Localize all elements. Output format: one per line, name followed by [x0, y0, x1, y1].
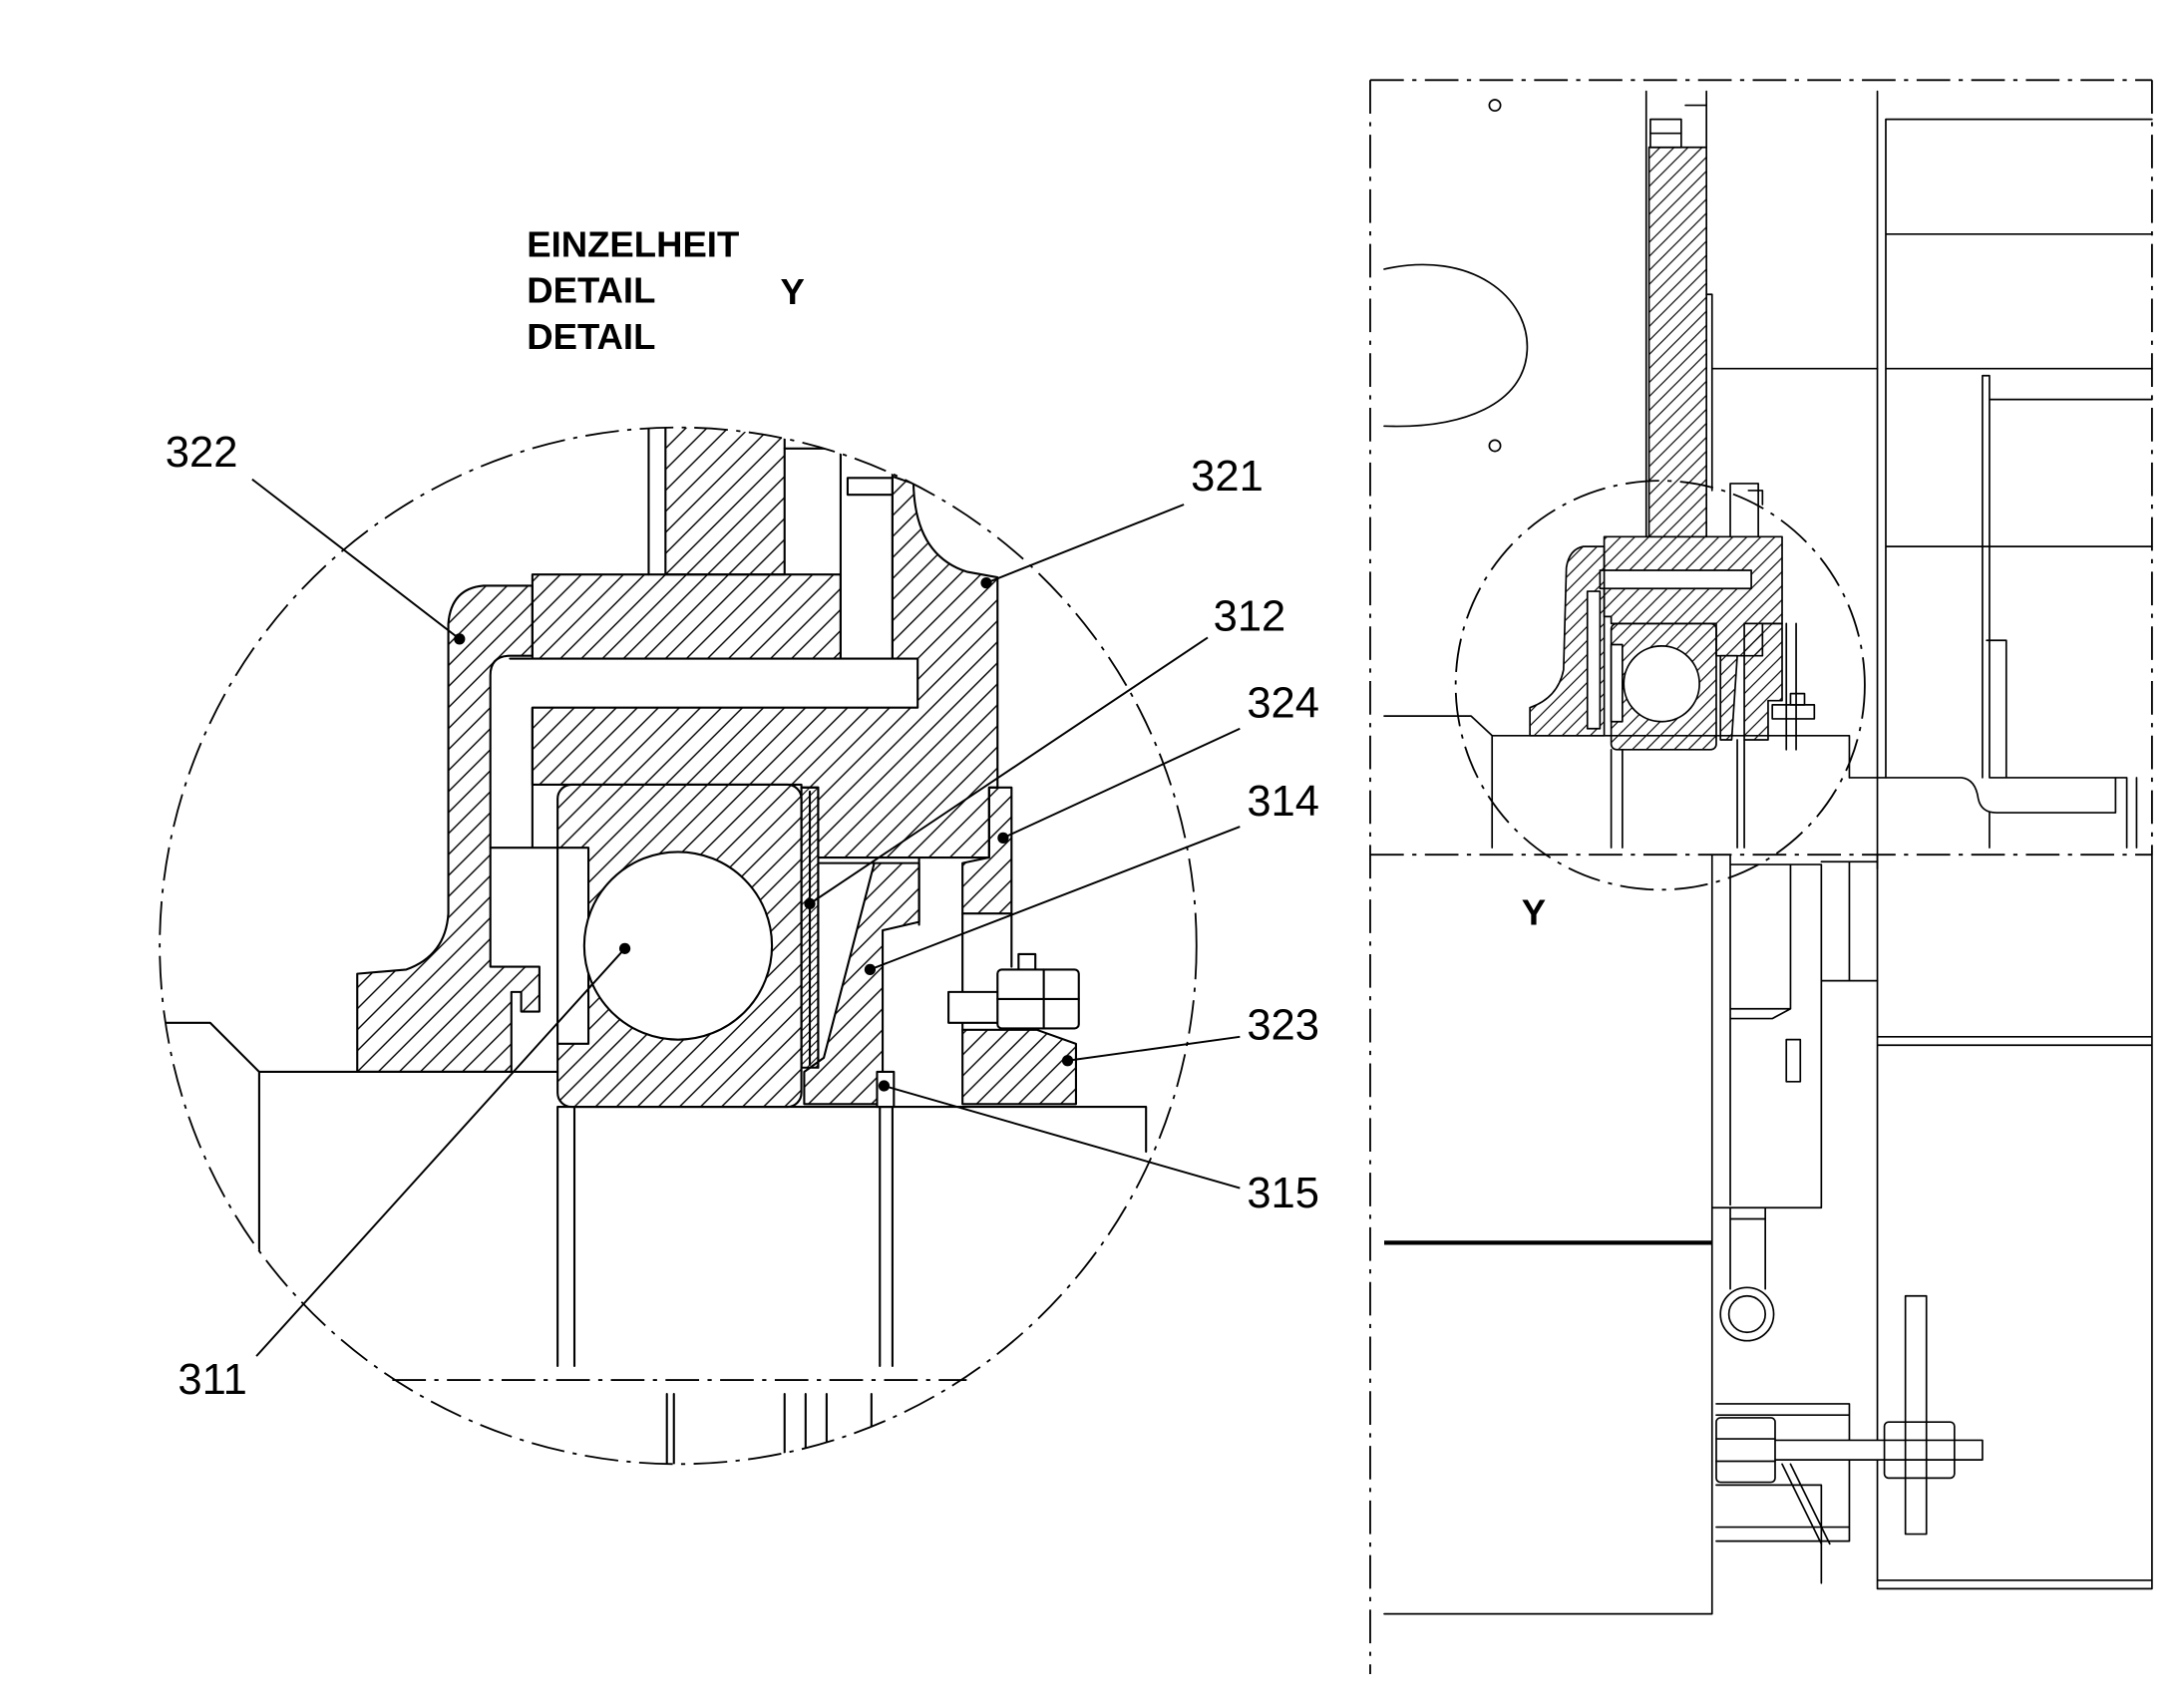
- overview-bearing-ball: [1623, 645, 1700, 723]
- callout-312-label: 312: [1214, 592, 1286, 640]
- adjusting-plate: [1904, 1294, 1928, 1536]
- overview-right-bracket: [1848, 374, 2153, 850]
- nut-right: [1883, 1421, 1956, 1480]
- overview-bolt: [1771, 704, 1816, 720]
- bolt-head-edges: [996, 968, 1080, 1030]
- shaft-and-base-lines: [160, 1021, 1148, 1382]
- detail-y-view: [159, 426, 1198, 1466]
- part-314-ring: [803, 861, 920, 1106]
- lubrication-channel: [530, 658, 918, 708]
- part-311-ball-bearing: [556, 783, 803, 1109]
- callout-315-label: 315: [1247, 1170, 1319, 1217]
- callout-311: 311: [178, 942, 631, 1404]
- callout-322-leader: [251, 478, 461, 640]
- overview-view: Y: [1369, 79, 2153, 1675]
- adjusting-bolt-assembly: [1715, 1294, 1984, 1584]
- callout-321-dot: [980, 577, 992, 589]
- callout-311-leader: [255, 947, 626, 1357]
- callout-322-label: 322: [166, 429, 238, 477]
- upper-plate-edges: [647, 427, 894, 660]
- bolt-cap: [1017, 952, 1037, 971]
- callouts: 322 321 312 324 314 323: [166, 429, 1319, 1404]
- callout-324: 324: [997, 680, 1319, 844]
- overview-detail-marker: Y: [1522, 891, 1546, 932]
- overview-disc: [1719, 654, 1738, 741]
- callout-315: 315: [878, 1080, 1319, 1217]
- detail-y-contents: [160, 427, 1148, 1465]
- callout-321: 321: [980, 453, 1264, 589]
- overview-ring-edges: [1785, 622, 1797, 751]
- nut-left-edges: [1715, 1438, 1776, 1463]
- overview-bolt-cap: [1789, 692, 1806, 706]
- callout-311-label: 311: [178, 1356, 246, 1404]
- callout-323: 323: [1061, 1002, 1319, 1067]
- link-rod-body: [1729, 1206, 1766, 1290]
- callout-314-label: 314: [1247, 778, 1319, 826]
- overview-bearing-assembly: [1529, 483, 1816, 751]
- overview-slot: [1586, 590, 1602, 730]
- callout-321-leader: [985, 504, 1185, 584]
- overview-channel: [1599, 569, 1752, 590]
- lower-right-housing: [1876, 854, 2153, 1590]
- overview-frame: [1369, 79, 2153, 1675]
- callout-322: 322: [166, 429, 466, 645]
- hole-lower: [1488, 439, 1502, 453]
- lower-extension-lines: [665, 1393, 873, 1465]
- callout-311-dot: [618, 942, 631, 954]
- overview-detail-circle: [1454, 480, 1866, 891]
- overview-base-lines: [1383, 715, 1851, 850]
- overview-bearing-gap: [1610, 643, 1624, 723]
- cam-profile: [1383, 263, 1529, 428]
- bolt-shank: [947, 990, 1006, 1024]
- bolt-housing: [1715, 1403, 1851, 1584]
- overview-frame-columns: [1876, 90, 2153, 870]
- clamp-body: [961, 1028, 1078, 1106]
- callout-314: 314: [864, 778, 1319, 976]
- heading-line-french: DETAIL: [527, 316, 655, 357]
- upper-clip-plate: [846, 477, 894, 497]
- part-323-clamp: [947, 952, 1080, 1106]
- callout-312: 312: [804, 592, 1285, 909]
- callout-323-dot: [1061, 1055, 1074, 1067]
- callout-315-dot: [878, 1080, 891, 1092]
- heading-line-german: EINZELHEIT: [527, 223, 739, 264]
- callout-324-leader: [1002, 727, 1241, 840]
- callout-323-label: 323: [1247, 1002, 1319, 1050]
- callout-324-dot: [997, 832, 1009, 844]
- part-322-housing: [356, 584, 541, 1074]
- callout-315-leader: [884, 1085, 1241, 1190]
- callout-323-leader: [1067, 1035, 1241, 1062]
- callout-314-leader: [870, 826, 1241, 971]
- upper-plate: [664, 427, 786, 576]
- callout-324-label: 324: [1247, 680, 1319, 728]
- detail-heading: EINZELHEIT DETAIL DETAIL Y: [527, 223, 805, 357]
- callout-322-dot: [454, 633, 466, 645]
- hole-upper: [1488, 99, 1502, 113]
- heading-line-english: DETAIL: [527, 270, 655, 311]
- callout-312-dot: [804, 897, 816, 909]
- overview-ring: [1743, 622, 1783, 741]
- overview-part-322: [1529, 545, 1606, 737]
- lubrication-channel-edges: [489, 657, 919, 850]
- overview-plate-edges: [1644, 90, 1879, 538]
- callout-312-leader: [809, 636, 1209, 905]
- lower-frame-lines: [1383, 854, 1879, 1615]
- nut-left: [1715, 1417, 1776, 1484]
- link-rod: [1719, 1206, 1775, 1342]
- bearing-ball: [582, 851, 774, 1041]
- link-eye-inner: [1727, 1294, 1766, 1334]
- overview-plate: [1647, 146, 1707, 538]
- callout-321-label: 321: [1191, 453, 1264, 501]
- callout-314-dot: [864, 963, 877, 976]
- detail-boundary-circle: [159, 426, 1198, 1466]
- heading-view-letter: Y: [781, 271, 805, 312]
- nut-right-edges: [1883, 1421, 1956, 1480]
- spring-wire: [1781, 1463, 1831, 1545]
- overview-top-fittings: [1729, 483, 1764, 538]
- lower-small-block: [1785, 1038, 1802, 1083]
